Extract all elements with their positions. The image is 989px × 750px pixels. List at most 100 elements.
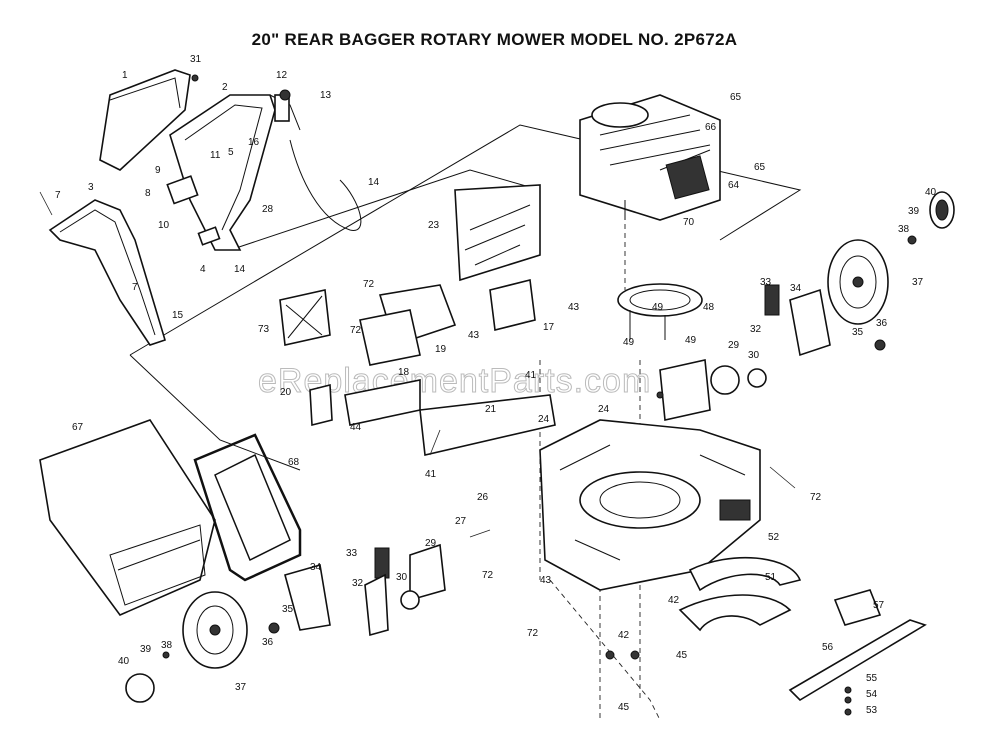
part-number-label: 65 bbox=[730, 92, 742, 103]
engine-part bbox=[579, 94, 721, 221]
part-number-label: 14 bbox=[368, 177, 380, 188]
part-number-label: 40 bbox=[925, 187, 937, 198]
part-number-label: 49 bbox=[623, 337, 635, 348]
part-number-label: 43 bbox=[540, 575, 552, 586]
part-number-label: 36 bbox=[876, 318, 888, 329]
part-number-label: 7 bbox=[132, 282, 138, 293]
part-number-label: 72 bbox=[810, 492, 822, 503]
part-number-label: 18 bbox=[398, 367, 410, 378]
part-number-label: 24 bbox=[538, 414, 550, 425]
deck-bracket-panel-part bbox=[454, 184, 541, 282]
part-number-label: 31 bbox=[190, 54, 202, 65]
part-number-label: 49 bbox=[652, 302, 664, 313]
rear-height-adjuster-part bbox=[659, 284, 831, 421]
part-number-label: 72 bbox=[527, 628, 539, 639]
part-number-label: 33 bbox=[760, 277, 772, 288]
part-number-label: 52 bbox=[768, 532, 780, 543]
part-number-label: 72 bbox=[363, 279, 375, 290]
part-number-label: 4 bbox=[200, 264, 206, 275]
wheel-adapter-ring-part bbox=[617, 283, 703, 340]
part-number-label: 64 bbox=[728, 180, 740, 191]
part-number-label: 13 bbox=[320, 90, 332, 101]
part-number-label: 35 bbox=[282, 604, 294, 615]
part-number-label: 45 bbox=[676, 650, 688, 661]
part-number-label: 44 bbox=[350, 422, 362, 433]
part-number-label: 39 bbox=[140, 644, 152, 655]
blade-part bbox=[788, 619, 927, 702]
control-bracket-parts bbox=[166, 94, 290, 246]
part-number-label: 7 bbox=[55, 190, 61, 201]
part-number-label: 72 bbox=[482, 570, 494, 581]
part-number-label: 23 bbox=[428, 220, 440, 231]
part-number-label: 43 bbox=[468, 330, 480, 341]
part-number-label: 35 bbox=[852, 327, 864, 338]
grass-bag-part bbox=[39, 419, 216, 616]
part-number-label: 14 bbox=[234, 264, 246, 275]
part-number-label: 68 bbox=[288, 457, 300, 468]
right-wheel-part bbox=[827, 239, 889, 325]
baffle-part bbox=[678, 556, 802, 632]
part-number-label: 32 bbox=[352, 578, 364, 589]
part-number-label: 15 bbox=[172, 310, 184, 321]
part-number-label: 32 bbox=[750, 324, 762, 335]
part-number-label: 41 bbox=[425, 469, 437, 480]
part-number-label: 34 bbox=[790, 283, 802, 294]
part-number-label: 19 bbox=[435, 344, 447, 355]
handle-middle-part bbox=[169, 94, 276, 251]
part-number-label: 38 bbox=[898, 224, 910, 235]
part-number-label: 73 bbox=[258, 324, 270, 335]
left-height-adjuster-part bbox=[284, 543, 446, 637]
part-number-label: 37 bbox=[912, 277, 924, 288]
part-number-label: 24 bbox=[598, 404, 610, 415]
part-number-label: 38 bbox=[161, 640, 173, 651]
part-number-label: 65 bbox=[754, 162, 766, 173]
part-number-label: 51 bbox=[765, 572, 777, 583]
part-number-label: 48 bbox=[703, 302, 715, 313]
part-number-label: 72 bbox=[350, 325, 362, 336]
mower-deck-part bbox=[539, 419, 761, 591]
part-number-label: 28 bbox=[262, 204, 274, 215]
shield-parts bbox=[279, 279, 556, 456]
part-number-label: 12 bbox=[276, 70, 288, 81]
part-number-label: 43 bbox=[568, 302, 580, 313]
part-number-label: 42 bbox=[668, 595, 680, 606]
part-number-label: 36 bbox=[262, 637, 274, 648]
part-number-label: 41 bbox=[525, 370, 537, 381]
part-number-label: 29 bbox=[425, 538, 437, 549]
part-number-label: 3 bbox=[88, 182, 94, 193]
part-number-label: 11 bbox=[210, 150, 221, 161]
part-number-label: 40 bbox=[118, 656, 130, 667]
part-number-label: 37 bbox=[235, 682, 247, 693]
part-number-label: 16 bbox=[248, 137, 260, 148]
part-number-label: 54 bbox=[866, 689, 878, 700]
part-number-label: 34 bbox=[310, 562, 322, 573]
part-number-label: 56 bbox=[822, 642, 834, 653]
part-number-label: 67 bbox=[72, 422, 84, 433]
part-number-label: 29 bbox=[728, 340, 740, 351]
part-number-label: 70 bbox=[683, 217, 695, 228]
handle-lower-part bbox=[48, 199, 166, 346]
part-number-label: 45 bbox=[618, 702, 630, 713]
part-number-label: 53 bbox=[866, 705, 878, 716]
bag-frame-part bbox=[193, 433, 302, 582]
part-number-label: 55 bbox=[866, 673, 878, 684]
part-number-label: 49 bbox=[685, 335, 697, 346]
part-number-label: 2 bbox=[222, 82, 228, 93]
part-number-label: 5 bbox=[228, 147, 234, 158]
part-number-label: 30 bbox=[748, 350, 760, 361]
part-number-label: 9 bbox=[155, 165, 161, 176]
part-number-label: 17 bbox=[543, 322, 555, 333]
part-number-labels: 1234577891011121314141516171819202123242… bbox=[55, 54, 937, 716]
hardware-bolts bbox=[39, 74, 917, 716]
part-number-label: 33 bbox=[346, 548, 358, 559]
part-number-label: 21 bbox=[485, 404, 497, 415]
blade-adapter-part bbox=[833, 589, 882, 626]
part-number-label: 42 bbox=[618, 630, 630, 641]
left-wheel-part bbox=[182, 591, 248, 669]
part-number-label: 30 bbox=[396, 572, 408, 583]
right-hubcap-part bbox=[929, 191, 955, 229]
diagram-title: 20" REAR BAGGER ROTARY MOWER MODEL NO. 2… bbox=[251, 30, 738, 49]
part-number-label: 39 bbox=[908, 206, 920, 217]
part-number-label: 20 bbox=[280, 387, 292, 398]
